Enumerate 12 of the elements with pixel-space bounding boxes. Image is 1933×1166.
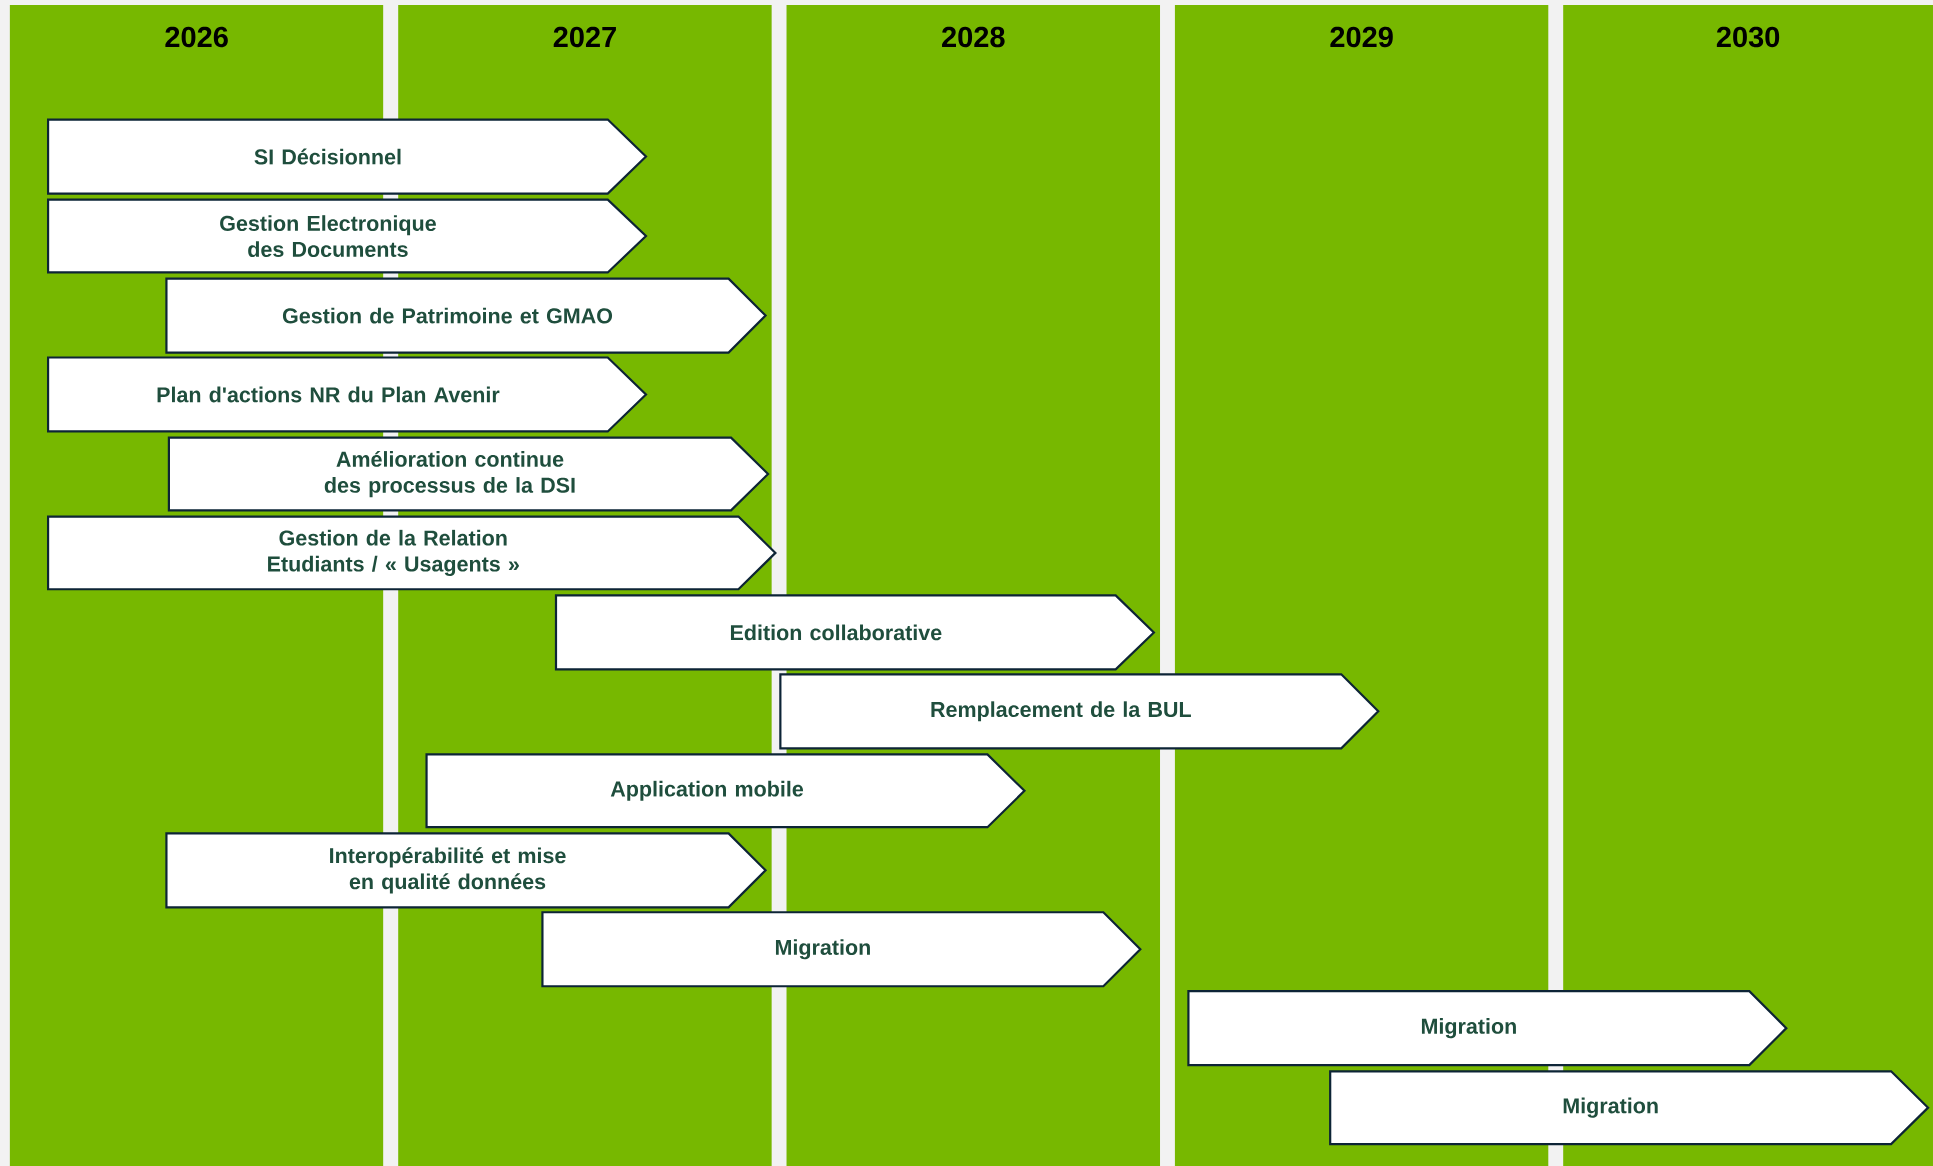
chevron-arrow-box: Plan d'actions NR du Plan Avenir <box>47 356 648 433</box>
chevron-arrow-box: Gestion Electronique des Documents <box>47 198 648 274</box>
chevron-arrow-box: Migration <box>1187 989 1788 1067</box>
chevron-arrow-box: Remplacement de la BUL <box>779 673 1380 750</box>
chevron-arrow-box: Migration <box>1329 1070 1930 1146</box>
chevron-arrow-box: Amélioration continue des processus de la DSI <box>167 436 770 512</box>
chevron-arrow-box: Migration <box>541 911 1142 988</box>
chevron-arrow-box: Gestion de Patrimoine et GMAO <box>165 277 768 354</box>
chevron-arrow-box: Interopérabilité et mise en qualité données <box>165 832 768 909</box>
chevron-arrow-box: Application mobile <box>425 753 1026 829</box>
chevron-arrow-box: Edition collaborative <box>554 594 1156 671</box>
chevron-arrow-box: SI Décisionnel <box>47 118 648 195</box>
